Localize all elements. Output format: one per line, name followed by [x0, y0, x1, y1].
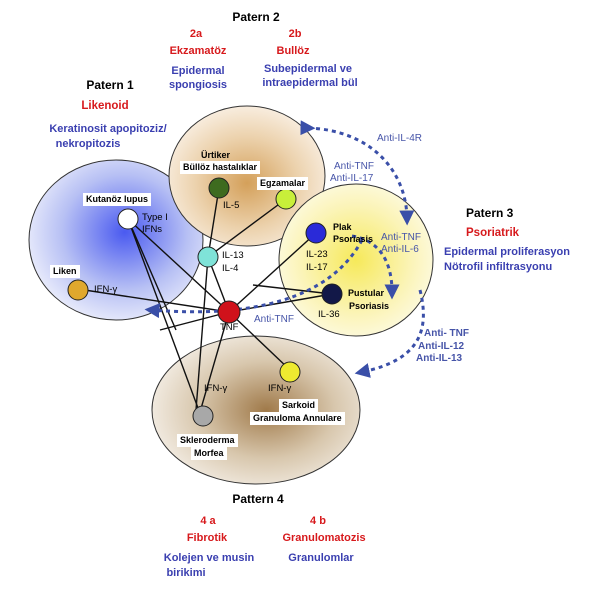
label-egzamalar: Egzamalar — [257, 177, 309, 190]
node-tnf — [217, 300, 241, 324]
node-sarkoid — [279, 361, 301, 383]
pattern-4b-id: 4 b — [310, 515, 326, 527]
therapy-anti-tnf-center: Anti-TNF — [254, 314, 294, 325]
pattern-3-desc-2: Nötrofil infiltrasyonu — [444, 261, 553, 273]
cytokine-type1-b: IFNs — [142, 224, 163, 235]
label-kutanoz-lupus: Kutanöz lupus — [83, 193, 151, 206]
pattern-1-desc-1: Keratinosit apopitoziz/ — [49, 123, 167, 135]
node-il13 — [197, 246, 219, 268]
therapy-anti-tnf-1: Anti-TNF — [334, 161, 374, 172]
node-kutanoz-lupus — [117, 208, 139, 230]
pattern-1-ellipse — [28, 159, 204, 321]
cytokine-tnf: TNF — [220, 322, 239, 333]
label-pustular-2: Psoriasis — [349, 301, 390, 311]
pattern-2b-type: Bullöz — [276, 45, 310, 57]
cytokine-il17: IL-17 — [306, 262, 328, 273]
label-pustular-1: Pustular — [348, 288, 385, 298]
node-liken — [67, 279, 89, 301]
cytokine-ifng-liken: IFN-γ — [94, 284, 118, 295]
therapy-anti-tnf-2: Anti-TNF — [381, 232, 421, 243]
arrow-p3-p4 — [354, 289, 425, 378]
cytokine-il23: IL-23 — [306, 249, 328, 260]
pattern-2b-desc-2: intraepidermal bül — [262, 77, 358, 89]
node-il5 — [208, 177, 230, 199]
pattern-1-desc-2: nekropitozis — [55, 138, 121, 150]
pattern-3-desc-1: Epidermal proliferasyon — [444, 246, 570, 258]
therapy-anti-il13: Anti-IL-13 — [416, 353, 463, 364]
arrow-center-liken — [144, 239, 364, 319]
pattern-3-type: Psoriatrik — [466, 227, 520, 239]
pattern-3-title: Patern 3 — [466, 206, 514, 220]
pattern-4b-type: Granulomatozis — [282, 532, 366, 544]
cytokine-il36: IL-36 — [318, 309, 340, 320]
node-egzamalar — [275, 188, 297, 210]
arrow-plak-pustular — [351, 234, 400, 300]
label-granuloma: Granuloma Annulare — [250, 412, 345, 425]
label-morfea: Morfea — [191, 447, 227, 460]
pattern-3-ellipse — [278, 183, 434, 337]
pattern-4-ellipse — [151, 335, 361, 485]
label-skleroderma: Skleroderma — [177, 434, 238, 447]
label-sarkoid: Sarkoid — [279, 399, 319, 412]
pattern-2-title: Patern 2 — [232, 10, 280, 24]
pattern-2a-desc-2: spongiosis — [168, 79, 228, 91]
pattern-4a-type: Fibrotik — [186, 532, 228, 544]
therapy-anti-tnf-p4: Anti- TNF — [424, 328, 469, 339]
cytokine-il5: IL-5 — [223, 200, 240, 211]
therapy-anti-il6: Anti-IL-6 — [381, 244, 419, 255]
pattern-4a-id: 4 a — [200, 515, 216, 527]
therapy-arrows — [144, 120, 425, 378]
node-skleroderma — [192, 405, 214, 427]
pattern-4a-desc-2: birikimi — [166, 567, 206, 579]
pattern-2a-desc-1: Epidermal — [171, 65, 225, 77]
cytokine-ifng-sarkoid: IFN-γ — [268, 383, 292, 394]
pattern-4b-desc-1: Granulomlar — [288, 552, 354, 564]
node-pustular-psoriasis — [321, 283, 343, 305]
pattern-1-title: Patern 1 — [86, 78, 134, 92]
cytokine-il13: IL-13 — [222, 250, 244, 261]
pattern-4-title: Pattern 4 — [232, 492, 284, 506]
pattern-2a-id: 2a — [189, 28, 203, 40]
therapy-anti-il17: Anti-IL-17 — [330, 173, 374, 184]
pattern-2a-type: Ekzamatöz — [169, 45, 227, 57]
label-urtiker: Ürtiker — [201, 150, 231, 160]
therapy-anti-il12: Anti-IL-12 — [418, 341, 465, 352]
pattern-4a-desc-1: Kolejen ve musin — [163, 552, 255, 564]
label-bulloz: Büllöz hastalıklar — [180, 161, 261, 174]
label-liken: Liken — [50, 265, 80, 278]
pattern-1-type: Likenoid — [81, 100, 129, 112]
node-plak-psoriasis — [305, 222, 327, 244]
cytokine-type1-a: Type I — [142, 212, 168, 223]
connection-lines — [77, 187, 333, 413]
pattern-2b-desc-1: Subepidermal ve — [263, 63, 353, 75]
cytokine-ifng-scleroderma: IFN-γ — [204, 383, 228, 394]
label-plak-2: Psoriasis — [333, 234, 374, 244]
cytokine-il4: IL-4 — [222, 263, 239, 274]
pattern-2b-id: 2b — [288, 28, 302, 40]
label-plak-1: Plak — [333, 222, 352, 232]
therapy-anti-il4r: Anti-IL-4R — [377, 133, 423, 144]
